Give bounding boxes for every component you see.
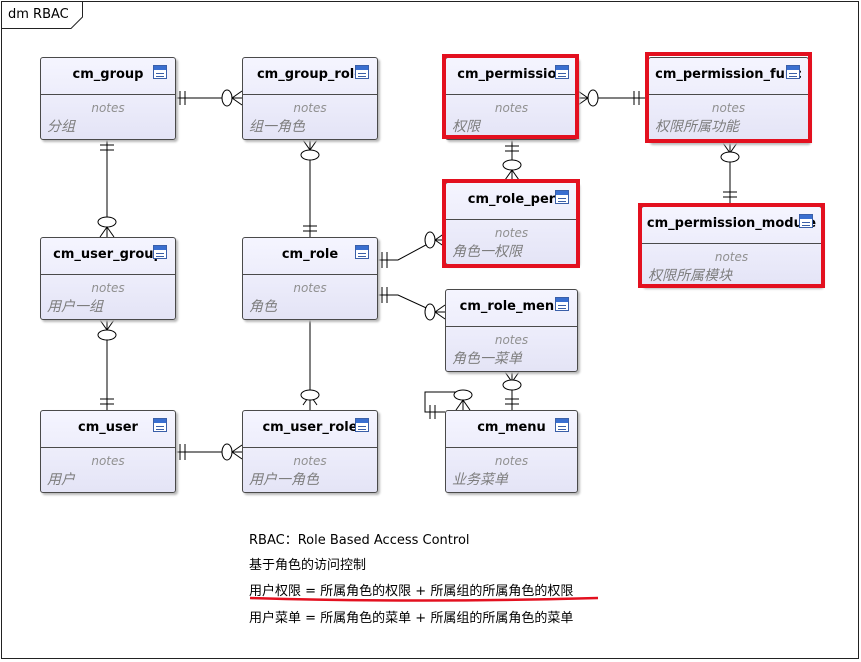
divider <box>243 274 377 275</box>
entity-comment: 角色一权限 <box>452 244 522 260</box>
divider <box>41 274 175 275</box>
entity-name: cm_user_group <box>53 247 163 262</box>
entity-name: cm_role_per <box>467 192 556 207</box>
annotation-rbac-definition: RBAC：Role Based Access Control <box>249 533 470 548</box>
table-icon <box>153 65 167 79</box>
entity-comment: 用户 <box>47 472 75 488</box>
divider <box>41 447 175 448</box>
table-icon <box>555 65 569 79</box>
entity-cm-group-role[interactable]: cm_group_role notes 组一角色 <box>242 57 378 140</box>
table-icon <box>153 245 167 259</box>
entity-notes: notes <box>293 454 327 468</box>
entity-comment: 分组 <box>47 119 75 135</box>
entity-cm-permission-func[interactable]: cm_permission_func notes 权限所属功能 <box>648 57 809 143</box>
entity-name: cm_menu <box>477 420 546 435</box>
entity-cm-user[interactable]: cm_user notes 用户 <box>40 410 176 493</box>
diagram-title: dm RBAC <box>8 7 69 22</box>
entity-notes: notes <box>494 101 529 115</box>
entity-cm-group[interactable]: cm_group notes 分组 <box>40 57 176 140</box>
highlight-box <box>442 179 580 268</box>
annotation-user-menu-rule: 用户菜单 = 所属角色的菜单 + 所属组的所属角色的菜单 <box>249 611 574 626</box>
divider <box>243 447 377 448</box>
frame-tab-outline <box>1 1 83 29</box>
entity-notes: notes <box>91 101 125 115</box>
annotation-rbac-chinese: 基于角色的访问控制 <box>249 558 367 573</box>
entity-name: cm_user <box>78 420 138 435</box>
entity-cm-menu[interactable]: cm_menu notes 业务菜单 <box>445 410 578 493</box>
annotation-user-permission-rule: 用户权限 = 所属角色的权限 + 所属组的所属角色的权限 <box>249 584 574 599</box>
highlight-box <box>638 203 825 288</box>
entity-notes: notes <box>293 281 327 295</box>
divider <box>446 94 577 95</box>
table-icon <box>355 65 369 79</box>
diagram-frame-tab: dm RBAC <box>1 1 83 29</box>
table-icon <box>355 245 369 259</box>
entity-name: cm_group <box>72 67 144 82</box>
divider <box>243 94 377 95</box>
entity-comment: 权限 <box>452 119 480 135</box>
entity-notes: notes <box>91 281 125 295</box>
table-icon <box>799 214 813 228</box>
entity-notes: notes <box>91 454 125 468</box>
entity-cm-role[interactable]: cm_role notes 角色 <box>242 237 378 320</box>
highlight-box <box>645 52 812 143</box>
entity-notes: notes <box>494 333 529 347</box>
entity-name: cm_permission <box>457 67 566 82</box>
entity-comment: 组一角色 <box>249 119 305 135</box>
divider <box>41 94 175 95</box>
entity-name: cm_group_role <box>256 67 364 82</box>
table-icon <box>786 65 800 79</box>
entity-comment: 业务菜单 <box>452 472 508 488</box>
entity-name: cm_role <box>281 247 339 262</box>
entity-cm-user-group[interactable]: cm_user_group notes 用户一组 <box>40 237 176 320</box>
entity-cm-role-menu[interactable]: cm_role_menu notes 角色一菜单 <box>445 289 578 372</box>
entity-cm-permission-module[interactable]: cm_permission_module notes 权限所属模块 <box>641 206 822 287</box>
entity-comment: 权限所属模块 <box>648 268 732 284</box>
entity-notes: notes <box>714 250 749 264</box>
divider <box>446 447 577 448</box>
entity-comment: 角色一菜单 <box>452 351 522 367</box>
table-icon <box>555 418 569 432</box>
entity-comment: 用户一组 <box>47 299 103 315</box>
entity-notes: notes <box>293 101 327 115</box>
entity-notes: notes <box>494 226 529 240</box>
entity-cm-user-role[interactable]: cm_user_role notes 用户一角色 <box>242 410 378 493</box>
divider <box>649 94 808 95</box>
entity-comment: 用户一角色 <box>249 472 319 488</box>
divider <box>642 243 821 244</box>
entity-name: cm_role_menu <box>459 299 564 314</box>
table-icon <box>153 418 167 432</box>
entity-comment: 角色 <box>249 299 277 315</box>
entity-cm-permission[interactable]: cm_permission notes 权限 <box>445 57 578 140</box>
highlight-box <box>442 54 579 139</box>
divider <box>446 326 577 327</box>
entity-name: cm_permission_module <box>646 216 817 231</box>
entity-notes: notes <box>711 101 746 115</box>
entity-comment: 权限所属功能 <box>655 119 739 135</box>
entity-notes: notes <box>494 454 529 468</box>
table-icon <box>555 190 569 204</box>
entity-name: cm_user_role <box>262 420 358 435</box>
table-icon <box>555 297 569 311</box>
table-icon <box>355 418 369 432</box>
entity-name: cm_permission_func <box>655 67 802 82</box>
divider <box>446 219 577 220</box>
